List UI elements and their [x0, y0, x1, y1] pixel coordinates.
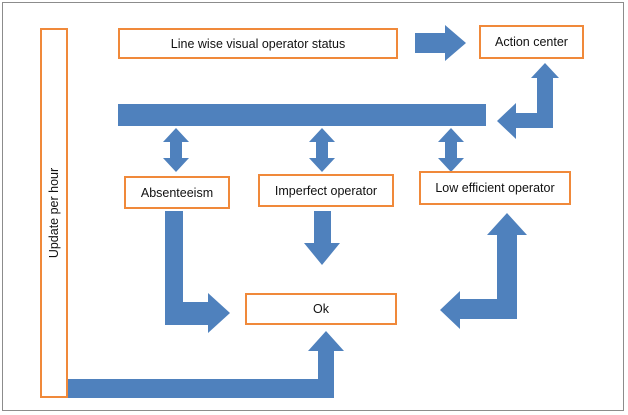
arrow-update-to-ok: [68, 331, 344, 398]
low-efficient-operator-label: Low efficient operator: [435, 181, 555, 195]
double-arrow-absenteeism: [163, 128, 189, 172]
line-status-box: Line wise visual operator status: [118, 28, 398, 59]
absenteeism-label: Absenteeism: [140, 185, 214, 200]
update-per-hour-label: Update per hour: [47, 167, 61, 259]
imperfect-operator-label: Imperfect operator: [274, 183, 378, 198]
line-status-label: Line wise visual operator status: [170, 36, 346, 51]
arrow-absenteeism-to-ok: [165, 211, 230, 333]
arrow-action-center-to-bar: [497, 63, 559, 139]
action-center-box: Action center: [479, 25, 584, 59]
arrow-ok-to-low-efficient-operator: [440, 213, 527, 329]
update-per-hour-box: Update per hour: [40, 28, 68, 398]
double-arrow-imperfect-operator: [309, 128, 335, 172]
low-efficient-operator-box: Low efficient operator: [419, 171, 571, 205]
action-center-label: Action center: [495, 35, 568, 49]
arrow-imperfect-operator-down: [304, 211, 340, 265]
ok-box: Ok: [245, 293, 397, 325]
distribution-bar: [118, 104, 486, 126]
ok-label: Ok: [313, 302, 329, 316]
diagram-frame: [2, 2, 624, 411]
arrow-status-to-action-center: [415, 25, 466, 61]
double-arrow-low-efficient-operator: [438, 128, 464, 172]
absenteeism-box: Absenteeism: [124, 176, 230, 209]
imperfect-operator-box: Imperfect operator: [258, 174, 394, 207]
